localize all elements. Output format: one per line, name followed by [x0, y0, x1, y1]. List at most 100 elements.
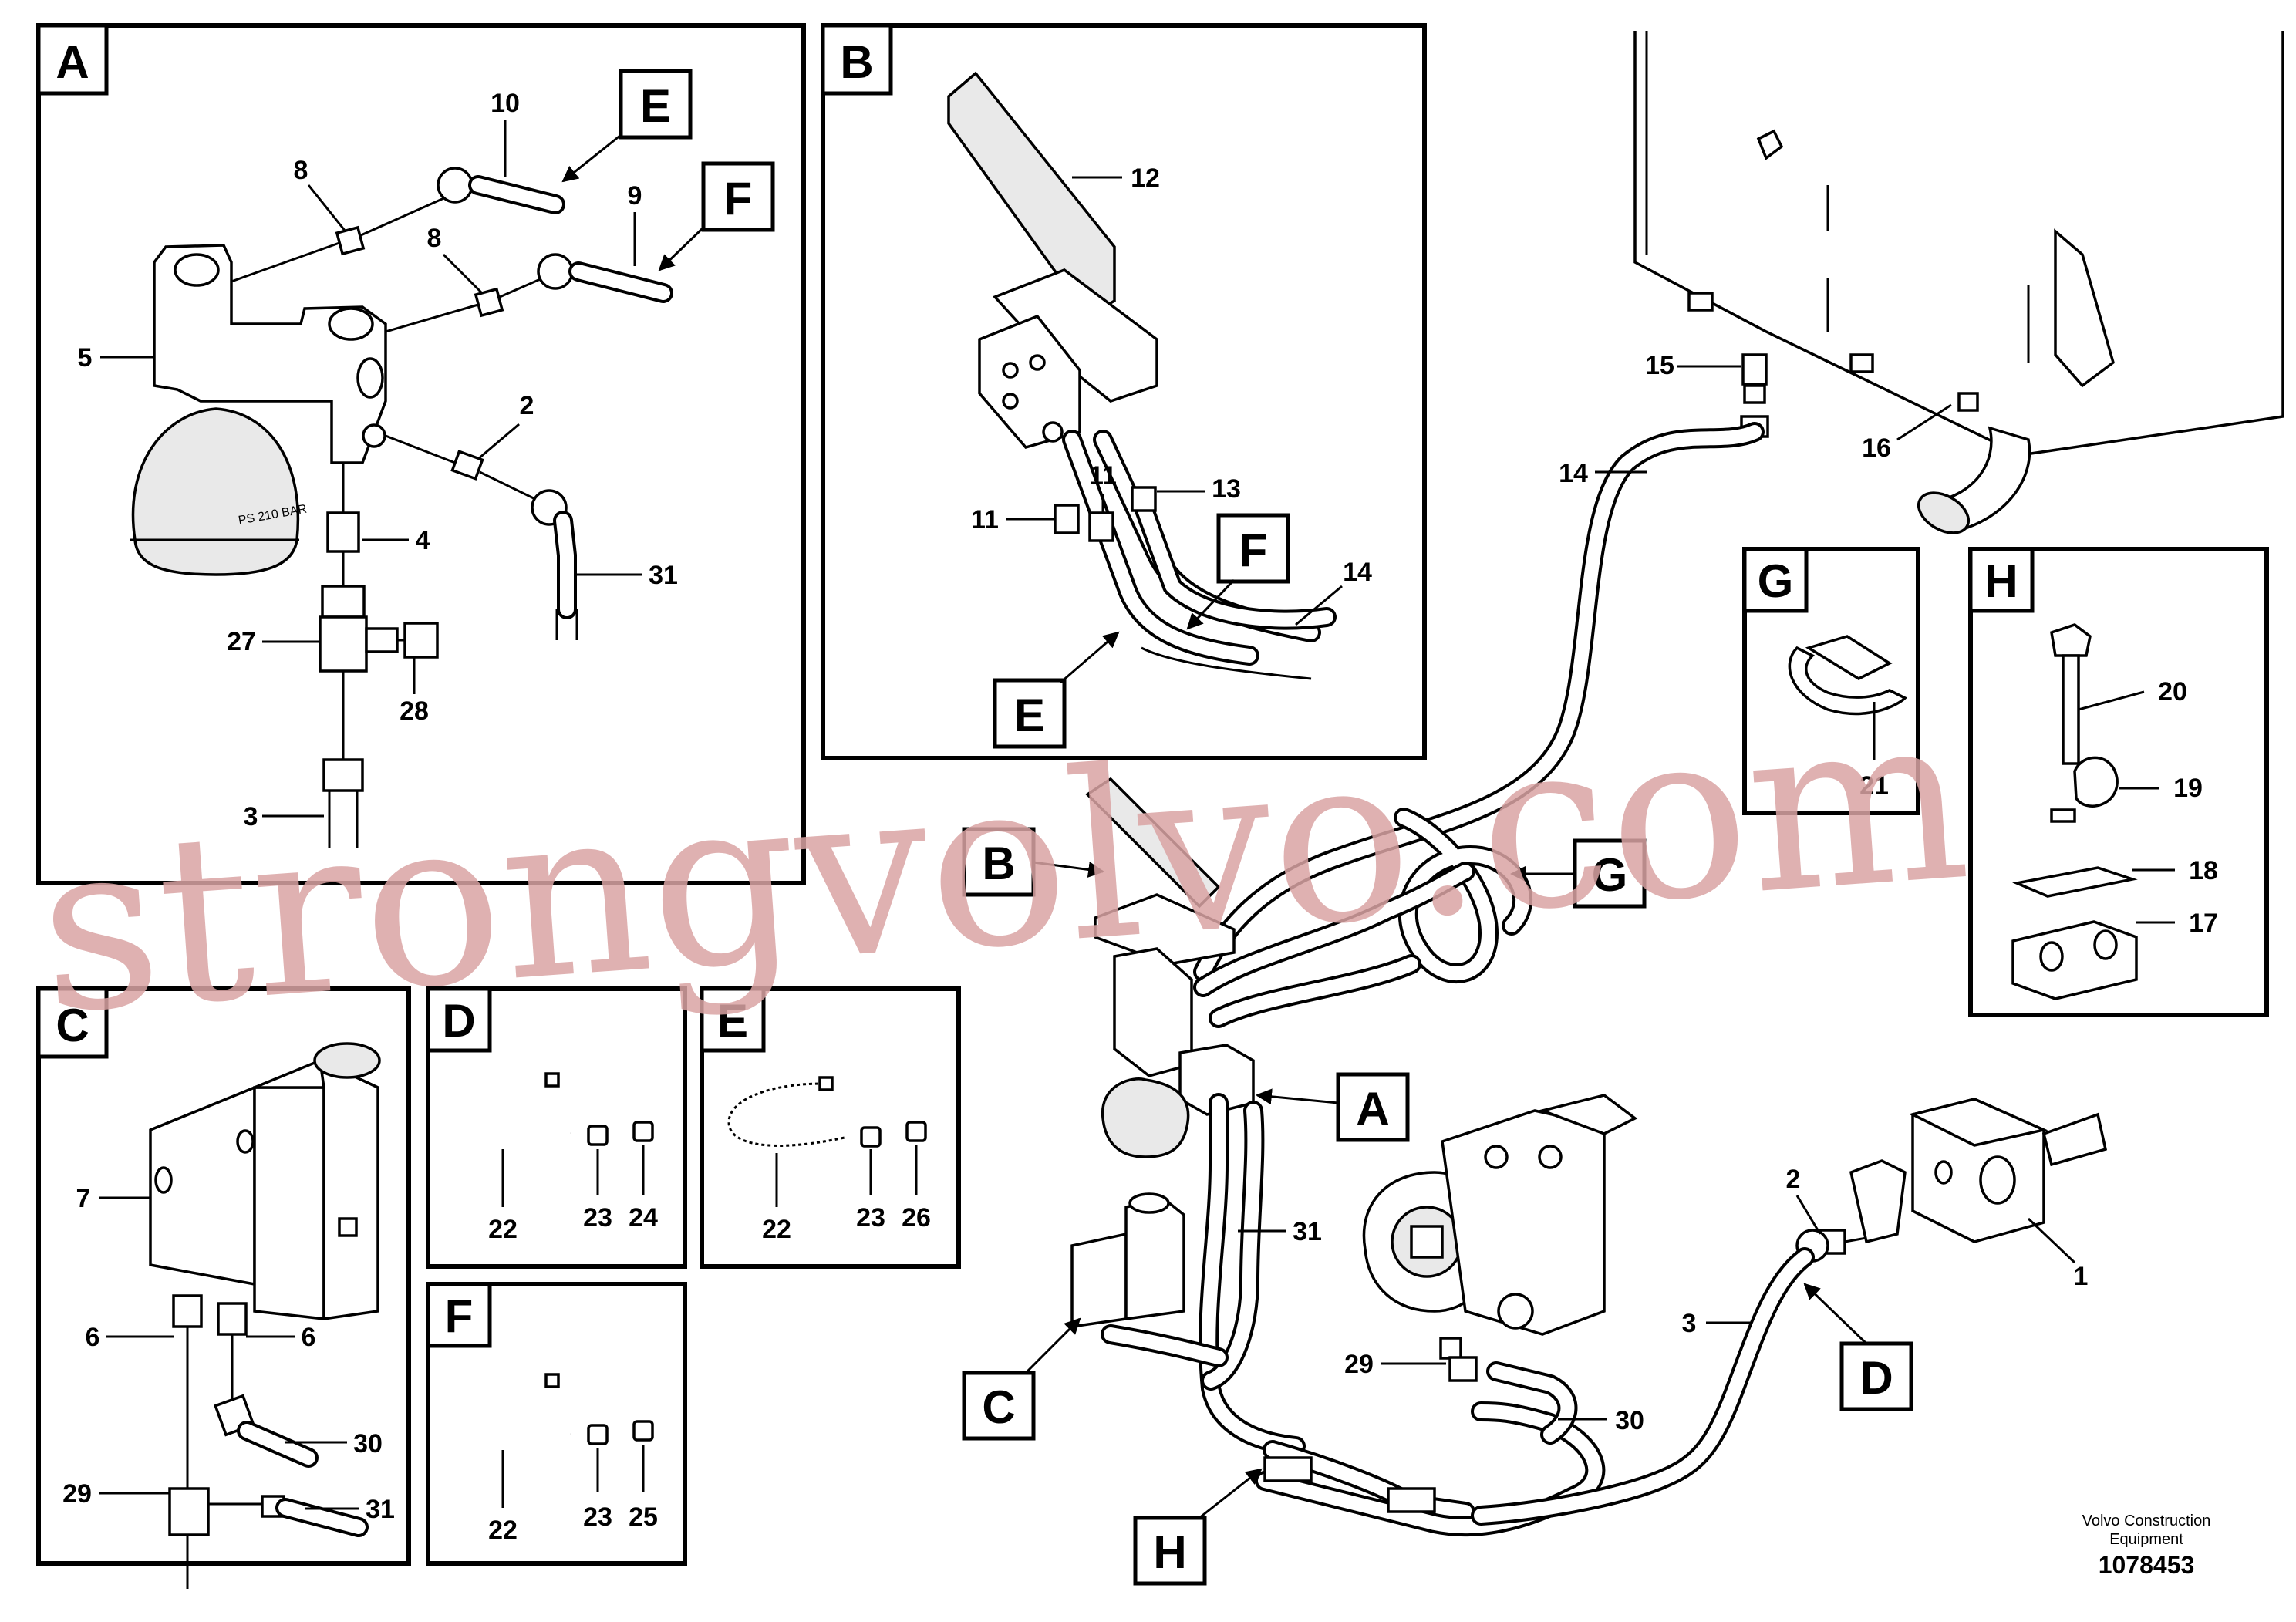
main-accumulator — [1101, 1077, 1190, 1158]
panel-h: H 20 19 18 17 — [1968, 547, 2269, 1017]
fitting-15 — [1741, 353, 1768, 386]
label-a-3: 3 — [244, 802, 258, 831]
panel-g-frame — [1742, 547, 1920, 815]
accumulator: PS 210 BAR — [130, 407, 308, 576]
bolt-20 — [2062, 654, 2080, 765]
panel-f-letter-box — [426, 1282, 492, 1348]
panel-b-badge-f — [1216, 513, 1290, 584]
strap-21 — [1788, 646, 1907, 716]
label-h-19: 19 — [2173, 774, 2203, 803]
callout-b — [962, 827, 1036, 897]
label-a-28: 28 — [400, 696, 429, 726]
panel-a: A PS 210 BAR — [36, 23, 806, 885]
label-g-21: 21 — [1859, 771, 1889, 801]
label-a-8-top: 8 — [294, 156, 308, 185]
label-a-9: 9 — [628, 181, 642, 211]
label-h-20: 20 — [2158, 677, 2187, 706]
panel-c: C 7 6 6 30 29 31 — [36, 986, 411, 1589]
panel-a-letter: A — [56, 36, 89, 88]
label-a-8-mid: 8 — [427, 224, 442, 253]
panel-a-letter-box — [36, 23, 109, 96]
main-solenoid-block — [1070, 1232, 1128, 1329]
clip-23-d — [587, 1125, 609, 1146]
clamp-19 — [2073, 756, 2119, 808]
panel-d-letter: D — [442, 995, 475, 1047]
callout-c — [962, 1371, 1036, 1441]
fitting-11-a — [1054, 504, 1080, 534]
callout-g-text: G — [1592, 849, 1628, 901]
callout-d — [1839, 1341, 1913, 1411]
fitting-13 — [1131, 486, 1157, 512]
main-assembly: 15 16 14 31 29 30 2 3 1 B G A C H D — [962, 31, 2284, 1586]
tee-27-nut — [321, 585, 366, 619]
panel-g: G 21 — [1742, 547, 1920, 815]
callout-h-text: H — [1153, 1526, 1186, 1578]
callout-g — [1573, 838, 1647, 909]
callout-d-text: D — [1859, 1352, 1893, 1404]
label-f-22: 22 — [488, 1516, 518, 1545]
label-a-5: 5 — [78, 343, 93, 373]
adapter-4 — [326, 511, 360, 553]
clip-25 — [632, 1420, 654, 1442]
callout-h — [1133, 1516, 1207, 1586]
label-e-22: 22 — [762, 1215, 791, 1244]
label-a-31: 31 — [649, 561, 678, 590]
callout-a — [1336, 1072, 1410, 1142]
callout-b-text: B — [982, 838, 1015, 889]
plate-18 — [2012, 866, 2138, 898]
label-main-15: 15 — [1645, 351, 1674, 380]
label-a-10: 10 — [491, 89, 520, 118]
label-b-11-lower: 11 — [971, 505, 999, 534]
panel-c-letter: C — [56, 1000, 89, 1051]
label-c-29: 29 — [62, 1479, 92, 1509]
panel-h-frame — [1968, 547, 2269, 1017]
clip-23-f — [587, 1424, 609, 1445]
clip-23-e — [860, 1126, 882, 1148]
panel-a-frame — [36, 23, 806, 885]
fitting-11-b — [1088, 511, 1114, 542]
label-c-31: 31 — [366, 1495, 395, 1524]
panel-f: F 22 23 25 — [426, 1282, 687, 1566]
panel-e-frame — [700, 986, 961, 1269]
valve-block — [153, 244, 387, 464]
label-c-30: 30 — [353, 1429, 383, 1458]
label-main-3: 3 — [1682, 1309, 1697, 1338]
label-b-13: 13 — [1212, 474, 1241, 504]
label-f-23: 23 — [583, 1502, 612, 1532]
panel-f-frame — [426, 1282, 687, 1566]
label-a-4: 4 — [416, 526, 430, 555]
label-main-29: 29 — [1344, 1350, 1374, 1379]
panel-b-letter-box — [821, 23, 893, 96]
panel-c-frame — [36, 986, 411, 1566]
bolt-head-20 — [2050, 623, 2092, 657]
panel-b-frame — [821, 23, 1427, 760]
tee-29-c — [168, 1487, 210, 1536]
label-b-11-upper: 11 — [1089, 461, 1117, 491]
h-clamp-1 — [1263, 1456, 1313, 1482]
panel-d-letter-box — [426, 986, 492, 1053]
label-h-18: 18 — [2189, 856, 2218, 885]
panel-a-badge-e-text: E — [640, 80, 671, 132]
panel-a-badge-f — [701, 161, 775, 232]
label-main-14: 14 — [1559, 459, 1588, 488]
clip-26 — [905, 1121, 927, 1142]
panel-g-letter: G — [1758, 555, 1794, 607]
label-main-16: 16 — [1862, 433, 1891, 463]
tee-27 — [319, 615, 368, 673]
label-main-30: 30 — [1615, 1406, 1644, 1435]
panel-h-letter: H — [1984, 555, 2018, 607]
label-main-1: 1 — [2074, 1262, 2089, 1291]
panel-e-letter: E — [717, 995, 748, 1047]
label-h-17: 17 — [2189, 909, 2218, 938]
cap-28 — [403, 622, 439, 659]
main-pedal — [1085, 777, 1221, 909]
fitting-8-top — [335, 225, 366, 256]
clamp-block-17 — [2011, 920, 2138, 1000]
elbow-nut-9 — [537, 253, 574, 290]
callout-a-text: A — [1356, 1083, 1389, 1135]
label-a-2: 2 — [520, 391, 534, 420]
panel-d-frame — [426, 986, 687, 1269]
panel-e-letter-box — [700, 986, 766, 1053]
panel-b-badge-e — [993, 678, 1067, 749]
